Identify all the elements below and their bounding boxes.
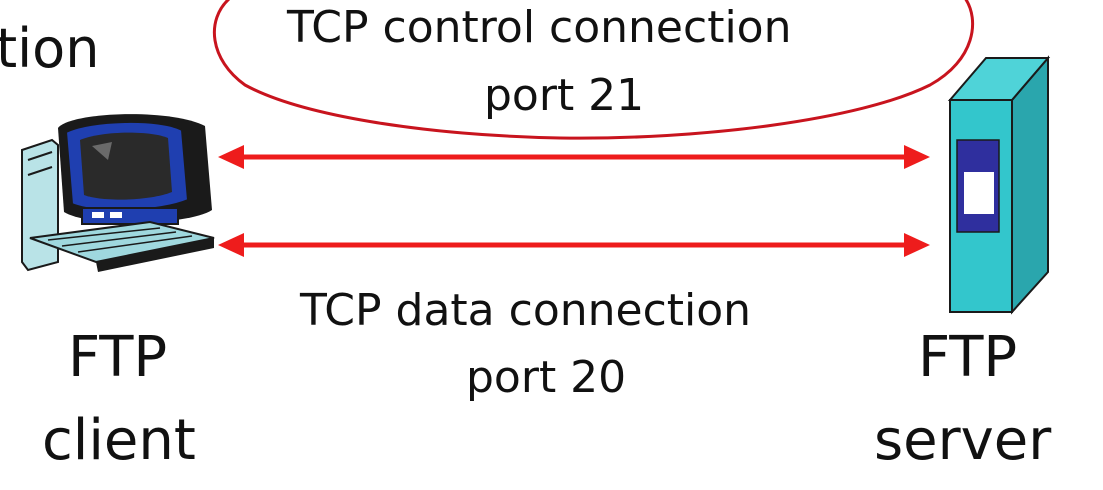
control-connection-label: TCP control connection [287,2,792,53]
control-connection-port: port 21 [484,70,645,121]
client-label-role: client [42,408,196,473]
partial-label: tion [0,17,100,80]
server-label-protocol: FTP [918,325,1018,390]
control-connection-arrow [218,145,930,169]
data-connection-port: port 20 [466,352,627,403]
client-label-protocol: FTP [68,325,168,390]
server-label-role: server [874,408,1052,473]
data-connection-label: TCP data connection [300,285,752,336]
data-connection-arrow [218,233,930,257]
